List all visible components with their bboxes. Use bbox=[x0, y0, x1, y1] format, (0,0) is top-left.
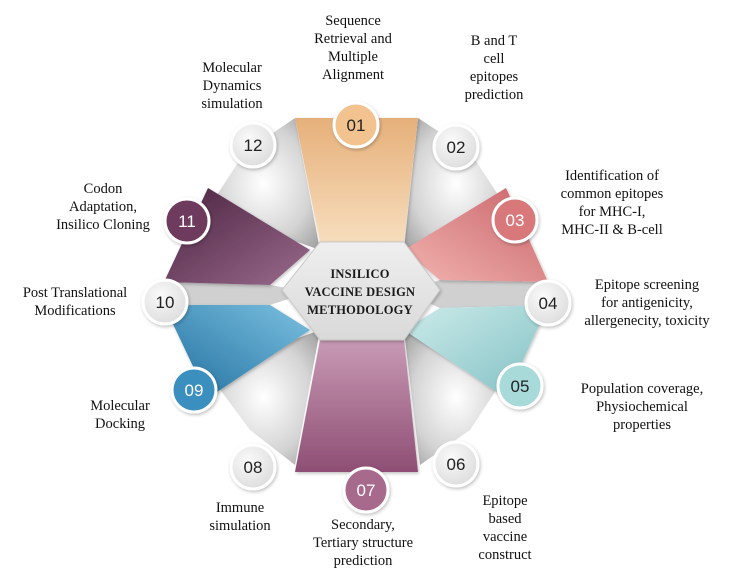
step-10-number: 10 bbox=[156, 293, 175, 312]
step-11-marker: 11 bbox=[163, 197, 211, 245]
step-11-circle bbox=[163, 197, 211, 245]
step-12-label-line: Molecular bbox=[202, 60, 262, 76]
step-07-circle bbox=[342, 466, 390, 514]
step-07-label: Secondary, Tertiary structure prediction bbox=[313, 517, 413, 569]
step-07-label-line: prediction bbox=[334, 553, 394, 569]
step-02-label-line: prediction bbox=[465, 87, 525, 103]
step-11-label-line: Adaptation, bbox=[69, 199, 137, 215]
step-08-label-line: Immune bbox=[216, 500, 264, 516]
step-04-label-line: for antigenicity, bbox=[601, 295, 693, 311]
center-hexagon: INSILICO VACCINE DESIGN METHODOLOGY bbox=[281, 241, 441, 341]
step-03-label-line: Identification of bbox=[565, 168, 659, 184]
petal-01 bbox=[295, 118, 418, 242]
step-06-label-line: based bbox=[488, 511, 522, 527]
step-01-label-line: Retrieval and bbox=[314, 31, 392, 47]
center-title-line-3: METHODOLOGY bbox=[307, 303, 413, 317]
step-02-marker: 02 bbox=[432, 123, 480, 171]
step-12-number: 12 bbox=[244, 136, 263, 155]
step-04-marker: 04 bbox=[524, 279, 572, 327]
step-09-marker: 09 bbox=[170, 366, 218, 414]
step-10-marker: 10 bbox=[141, 278, 189, 326]
step-05-label-line: Physiochemical bbox=[596, 399, 688, 415]
step-03-number: 03 bbox=[506, 211, 525, 230]
step-02-label-line: B and T bbox=[471, 33, 518, 49]
step-03-circle bbox=[491, 196, 539, 244]
step-04-label: Epitope screening for antigenicity, allerg… bbox=[584, 277, 710, 329]
step-10-label-line: Modifications bbox=[34, 303, 116, 319]
step-01-label-line: Alignment bbox=[322, 67, 384, 83]
center-title-line-2: VACCINE DESIGN bbox=[305, 285, 416, 299]
step-02-label-line: cell bbox=[484, 51, 505, 67]
step-11-label-line: Insilico Cloning bbox=[56, 217, 150, 233]
step-01-number: 01 bbox=[347, 116, 366, 135]
step-05-label-line: properties bbox=[613, 417, 671, 433]
step-03-label-line: MHC-II & B-cell bbox=[561, 222, 662, 238]
step-06-label-line: Epitope bbox=[482, 493, 527, 509]
step-01-label-line: Sequence bbox=[325, 13, 381, 29]
step-12-label-line: simulation bbox=[201, 96, 263, 112]
step-04-circle bbox=[524, 279, 572, 327]
step-02-circle bbox=[432, 123, 480, 171]
step-09-label-line: Docking bbox=[95, 416, 145, 432]
step-05-marker: 05 bbox=[496, 362, 544, 410]
step-09-label-line: Molecular bbox=[90, 398, 150, 414]
step-05-circle bbox=[496, 362, 544, 410]
step-05-number: 05 bbox=[511, 377, 530, 396]
step-02-label-line: epitopes bbox=[470, 69, 519, 85]
wedge-04b bbox=[404, 280, 548, 308]
step-circles: 01 02 03 04 05 06 07 08 09 10 11 12 bbox=[141, 101, 572, 514]
step-04-label-line: Epitope screening bbox=[595, 277, 699, 293]
step-06-label-line: construct bbox=[478, 547, 531, 563]
step-04-label-line: allergenecity, toxicity bbox=[584, 313, 710, 329]
step-09-circle bbox=[170, 366, 218, 414]
step-07-label-line: Tertiary structure bbox=[313, 535, 413, 551]
step-03-marker: 03 bbox=[491, 196, 539, 244]
step-05-label-line: Population coverage, bbox=[581, 381, 703, 397]
step-02-number: 02 bbox=[447, 138, 466, 157]
center-title-line-1: INSILICO bbox=[330, 267, 389, 281]
step-11-number: 11 bbox=[178, 212, 196, 231]
step-04-number: 04 bbox=[539, 294, 558, 313]
step-07-label-line: Secondary, bbox=[331, 517, 395, 533]
step-07-number: 07 bbox=[357, 481, 376, 500]
step-01-marker: 01 bbox=[332, 101, 380, 149]
step-09-number: 09 bbox=[185, 381, 204, 400]
step-02-label: B and T cell epitopes prediction bbox=[465, 33, 525, 103]
step-03-label-line: common epitopes bbox=[561, 186, 664, 202]
step-08-number: 08 bbox=[244, 458, 263, 477]
step-06-circle bbox=[432, 440, 480, 488]
step-10-circle bbox=[141, 278, 189, 326]
step-08-label-line: simulation bbox=[209, 518, 271, 534]
step-08-label: Immune simulation bbox=[209, 500, 271, 534]
step-11-label-line: Codon bbox=[84, 181, 123, 197]
step-12-circle bbox=[229, 121, 277, 169]
step-01-label-line: Multiple bbox=[328, 49, 378, 65]
step-12-marker: 12 bbox=[229, 121, 277, 169]
step-06-label-line: vaccine bbox=[483, 529, 527, 545]
step-03-label: Identification of common epitopes for MHC-… bbox=[561, 168, 664, 238]
step-05-label: Population coverage, Physiochemical proper… bbox=[581, 381, 703, 433]
step-06-label: Epitope based vaccine construct bbox=[478, 493, 531, 563]
step-10-label-line: Post Translational bbox=[23, 285, 127, 301]
step-06-number: 06 bbox=[447, 455, 466, 474]
step-06-marker: 06 bbox=[432, 440, 480, 488]
wedge-10 bbox=[164, 282, 310, 305]
step-07-marker: 07 bbox=[342, 466, 390, 514]
petal-07 bbox=[295, 340, 418, 472]
step-08-circle bbox=[229, 443, 277, 491]
step-08-marker: 08 bbox=[229, 443, 277, 491]
step-03-label-line: for MHC-I, bbox=[579, 204, 646, 220]
step-01-circle bbox=[332, 101, 380, 149]
step-12-label-line: Dynamics bbox=[203, 78, 262, 94]
